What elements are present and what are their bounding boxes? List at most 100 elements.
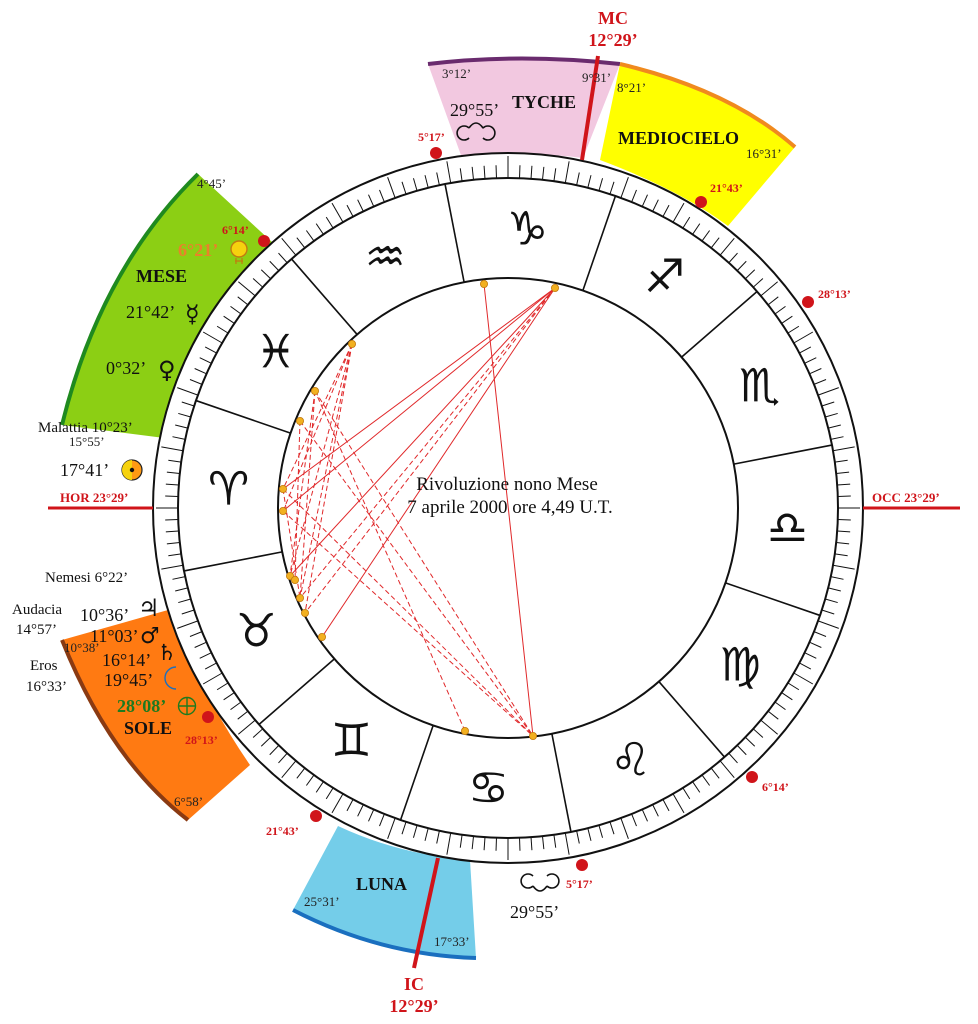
- degree-tick: [178, 598, 191, 604]
- degree-tick: [832, 564, 855, 570]
- degree-tick: [325, 787, 334, 800]
- degree-tick: [269, 745, 280, 756]
- gemini-icon: ♊: [331, 713, 372, 767]
- degree-tick: [379, 189, 385, 203]
- aspect-line-dashed: [314, 390, 534, 737]
- malattia-label: Malattia 10°23’: [38, 420, 133, 436]
- degree-tick: [401, 181, 407, 195]
- degree-tick: [483, 165, 486, 179]
- degree-tick: [204, 662, 217, 670]
- degree-tick: [530, 165, 533, 179]
- hor-label: HOR 23°29’: [60, 490, 128, 505]
- mc-axis-line: [580, 55, 600, 161]
- degree-tick: [825, 412, 838, 418]
- degree-tick: [238, 719, 256, 735]
- degree-tick: [346, 799, 354, 812]
- aspect-line-dashed: [314, 390, 466, 732]
- degree-tick: [728, 252, 738, 264]
- sagittarius-icon: ♐: [644, 249, 685, 303]
- aspect-line: [282, 287, 556, 512]
- cusp-dot: [310, 810, 322, 822]
- aspect-line-dashed: [289, 390, 316, 577]
- virgo-icon: ♍: [720, 638, 761, 692]
- sign-divider: [725, 582, 821, 617]
- degree-tick: [357, 804, 364, 817]
- cusp-dot: [695, 196, 707, 208]
- cusp-label: 5°17’: [566, 877, 593, 891]
- sign-divider: [658, 681, 726, 758]
- mars-degree: 11°03’: [90, 626, 139, 646]
- degree-tick: [828, 587, 841, 592]
- cusp-dot: [802, 296, 814, 308]
- degree-tick: [296, 767, 306, 779]
- sign-divider: [258, 658, 335, 726]
- cusp-label: 21°43’: [266, 824, 299, 838]
- degree-ticks: [156, 156, 860, 860]
- degree-tick: [260, 269, 271, 280]
- scorpio-icon: ♏: [739, 358, 780, 412]
- aspect-line-dashed: [304, 287, 556, 614]
- degree-tick: [834, 459, 848, 463]
- earth-degree: 28°08’: [117, 696, 166, 716]
- cusp-label: 21°43’: [710, 181, 743, 195]
- degree-tick: [387, 177, 396, 199]
- degree-tick: [652, 199, 659, 212]
- sole-end: 6°58’: [174, 794, 203, 809]
- sign-divider: [444, 183, 465, 283]
- degree-tick: [216, 325, 229, 334]
- audacia-degree: 14°57’: [16, 622, 57, 638]
- sole-title: SOLE: [124, 718, 172, 738]
- sun-uranus-icon: [230, 240, 248, 264]
- degree-tick: [357, 199, 364, 212]
- degree-tick: [799, 662, 812, 670]
- degree-tick: [804, 652, 817, 659]
- degree-tick: [412, 178, 418, 191]
- cusp-dot: [202, 711, 214, 723]
- mese-end: 15°55’: [69, 434, 105, 449]
- aspect-point: [529, 732, 538, 741]
- degree-tick: [387, 817, 396, 839]
- degree-tick: [760, 281, 778, 297]
- degree-tick: [836, 471, 850, 475]
- degree-tick: [530, 837, 533, 851]
- aspect-point: [317, 633, 326, 642]
- venus-degree: 0°32’: [106, 358, 146, 378]
- nemesi-label: Nemesi 6°22’: [45, 570, 128, 586]
- degree-tick: [168, 459, 182, 463]
- degree-tick: [223, 315, 235, 324]
- degree-tick: [230, 305, 242, 315]
- tyche-start: 3°12’: [442, 66, 471, 81]
- aspect-point: [479, 279, 488, 288]
- degree-tick: [483, 837, 486, 851]
- degree-tick: [641, 809, 648, 822]
- degree-tick: [252, 278, 264, 288]
- aspect-line-dashed: [282, 343, 353, 490]
- mc-degree: 12°29’: [588, 30, 637, 50]
- house-cusp-markers: 5°17’ 21°43’ 28°13’ 6°14’ 5°17’ 21°43’ 2…: [185, 130, 851, 891]
- degree-tick: [269, 260, 280, 271]
- mercury-degree: 21°42’: [126, 302, 175, 322]
- tyche-node-degree: 29°55’: [450, 100, 499, 120]
- degree-tick: [745, 269, 756, 280]
- degree-tick: [641, 194, 648, 207]
- mediocielo-end: 16°31’: [746, 146, 782, 161]
- degree-tick: [787, 682, 800, 691]
- degree-tick: [459, 834, 463, 848]
- cusp-dot: [576, 859, 588, 871]
- jupiter-icon: ♃: [138, 594, 160, 622]
- aspect-point: [310, 386, 319, 395]
- degree-tick: [165, 530, 179, 533]
- aspect-line: [321, 287, 556, 638]
- degree-tick: [752, 278, 764, 288]
- degree-tick: [767, 296, 779, 306]
- degree-tick: [166, 471, 180, 475]
- aspect-line-dashed: [299, 287, 556, 599]
- aspect-line-dashed: [282, 488, 534, 737]
- degree-tick: [459, 168, 463, 182]
- aspect-point: [278, 484, 287, 493]
- degree-tick: [325, 216, 334, 229]
- degree-tick: [710, 767, 720, 779]
- libra-icon: ♎: [767, 501, 808, 555]
- degree-tick: [412, 825, 418, 838]
- mese-sector: [62, 174, 272, 440]
